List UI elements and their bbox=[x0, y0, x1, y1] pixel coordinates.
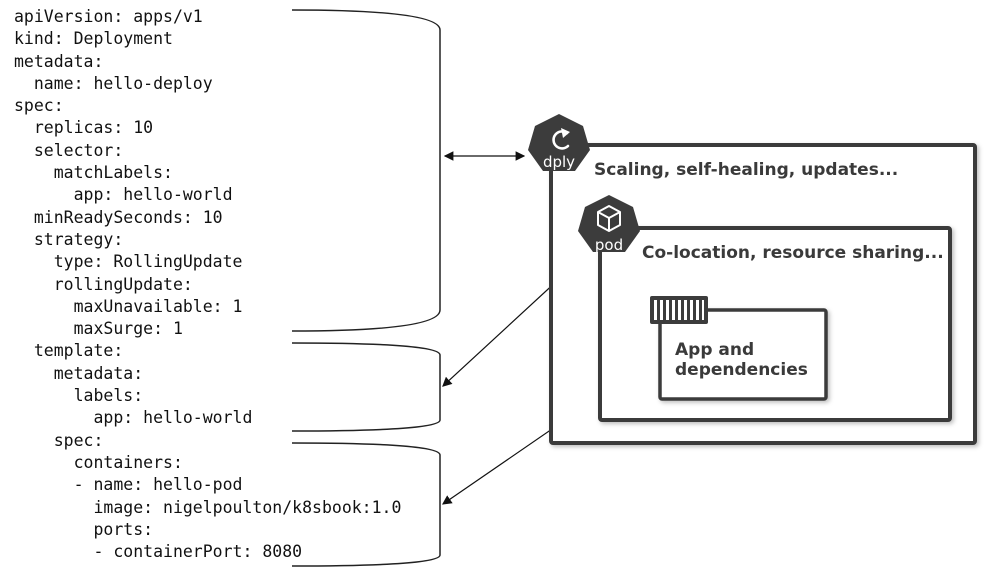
container-box bbox=[658, 308, 828, 401]
yaml-line: spec: bbox=[14, 96, 64, 116]
yaml-line: app: hello-world bbox=[14, 408, 253, 428]
yaml-line: app: hello-world bbox=[14, 185, 233, 205]
yaml-line: metadata: bbox=[14, 363, 144, 383]
yaml-line: template: bbox=[14, 341, 124, 361]
yaml-line: type: RollingUpdate bbox=[14, 252, 243, 272]
yaml-line: maxUnavailable: 1 bbox=[14, 296, 243, 316]
pod-title: Co-location, resource sharing... bbox=[642, 243, 944, 263]
yaml-line: rollingUpdate: bbox=[14, 274, 193, 294]
yaml-line: maxSurge: 1 bbox=[14, 319, 183, 339]
yaml-line: - name: hello-pod bbox=[14, 475, 243, 495]
container-icon bbox=[650, 296, 708, 324]
brace-deployment bbox=[291, 9, 441, 332]
pod-badge-label: pod bbox=[595, 236, 623, 254]
yaml-line: apiVersion: apps/v1 bbox=[14, 7, 203, 26]
container-title-line2: dependencies bbox=[675, 360, 808, 380]
yaml-line: replicas: 10 bbox=[14, 118, 154, 138]
pod-badge: pod bbox=[578, 195, 640, 254]
deployment-badge-label: dply bbox=[543, 153, 575, 171]
yaml-line: name: hello-deploy bbox=[14, 73, 213, 93]
yaml-line: kind: Deployment bbox=[14, 29, 173, 49]
deployment-title: Scaling, self-healing, updates... bbox=[594, 160, 898, 180]
yaml-line: containers: bbox=[14, 452, 183, 472]
cube-icon bbox=[597, 205, 621, 232]
yaml-line: ports: bbox=[14, 519, 154, 539]
yaml-line: metadata: bbox=[14, 51, 104, 71]
yaml-line: image: nigelpoulton/k8sbook:1.0 bbox=[14, 497, 402, 517]
yaml-line: labels: bbox=[14, 386, 144, 406]
yaml-line: minReadySeconds: 10 bbox=[14, 207, 223, 227]
yaml-line: strategy: bbox=[14, 229, 124, 249]
brace-container-spec bbox=[291, 442, 441, 567]
container-title-line1: App and bbox=[675, 340, 754, 360]
brace-pod-template bbox=[291, 342, 441, 432]
yaml-line: selector: bbox=[14, 140, 124, 160]
yaml-line: - containerPort: 8080 bbox=[14, 542, 303, 562]
yaml-line: spec: bbox=[14, 430, 104, 450]
yaml-line: matchLabels: bbox=[14, 163, 173, 183]
refresh-icon bbox=[552, 128, 570, 150]
deployment-badge: dply bbox=[528, 114, 590, 171]
